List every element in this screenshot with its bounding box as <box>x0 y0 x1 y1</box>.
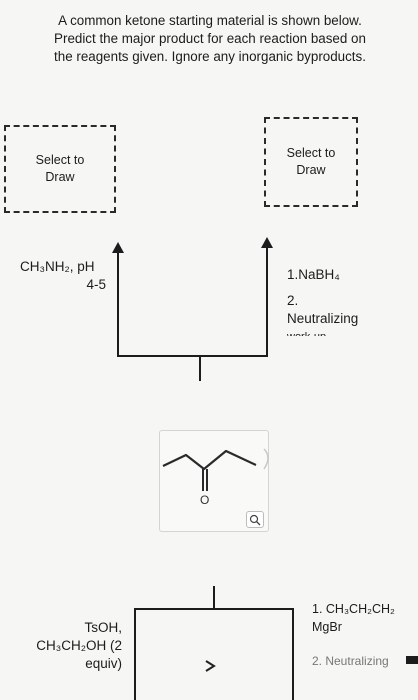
oxygen-atom-label: O <box>200 493 210 507</box>
reagent-line: Neutralizing <box>287 311 359 326</box>
reagent-line: 2. <box>287 293 299 308</box>
dropzone-label: Draw <box>45 170 75 184</box>
branch-horizontal-bottom <box>134 608 294 610</box>
chevron-down-icon[interactable] <box>203 656 217 678</box>
reagent-line: 1. CH₃CH₂CH₂ <box>312 602 395 616</box>
prompt-line: A common ketone starting material is sho… <box>58 13 362 28</box>
prompt-line: Predict the major product for each react… <box>54 31 366 46</box>
reagent-line: CH₃CH₂OH (2 <box>36 638 122 653</box>
select-to-draw-left[interactable]: Select to Draw <box>4 125 116 213</box>
reagents-bottom-right: 1. CH₃CH₂CH₂ MgBr 2. Neutralizing <box>312 600 416 670</box>
arrow-line-right <box>266 245 268 357</box>
arrow-line-bottom-left <box>134 608 136 700</box>
branch-stem-top <box>199 355 201 381</box>
select-to-draw-right[interactable]: Select to Draw <box>264 117 358 207</box>
ketone-skeletal-structure <box>162 449 257 491</box>
arrow-line-bottom-right <box>292 608 294 700</box>
arrowhead-right <box>261 237 273 248</box>
reagent-line: TsOH, <box>84 620 122 635</box>
branch-stem-bottom <box>213 586 215 610</box>
zoom-icon[interactable] <box>246 511 264 528</box>
reagents-right: 1.NaBH₄ 2. Neutralizing work-up <box>287 266 397 336</box>
reagent-line: CH₃NH₂, pH <box>20 259 95 274</box>
reagent-line: MgBr <box>312 620 342 634</box>
arrowhead-left <box>112 242 124 253</box>
scroll-handle[interactable] <box>406 656 418 664</box>
dropzone-label: Draw <box>296 163 326 177</box>
dropzone-label: Select to <box>286 146 336 160</box>
dropzone-label: Select to <box>35 153 85 167</box>
reagents-left: CH₃NH₂, pH 4-5 <box>20 258 120 294</box>
reagent-line: 1.NaBH₄ <box>287 267 340 282</box>
reagents-bottom-left: TsOH, CH₃CH₂OH (2 equiv) <box>22 619 122 673</box>
reagent-line: work-up <box>287 328 397 336</box>
reagent-line: equiv) <box>85 656 122 671</box>
reagent-line: 2. Neutralizing <box>312 654 389 668</box>
prompt-line: the reagents given. Ignore any inorganic… <box>54 49 366 64</box>
selection-curve-icon <box>263 448 269 470</box>
branch-horizontal-top <box>117 355 268 357</box>
question-prompt: A common ketone starting material is sho… <box>10 12 410 66</box>
reagent-line: 4-5 <box>86 277 106 292</box>
arrow-line-left <box>117 250 119 357</box>
